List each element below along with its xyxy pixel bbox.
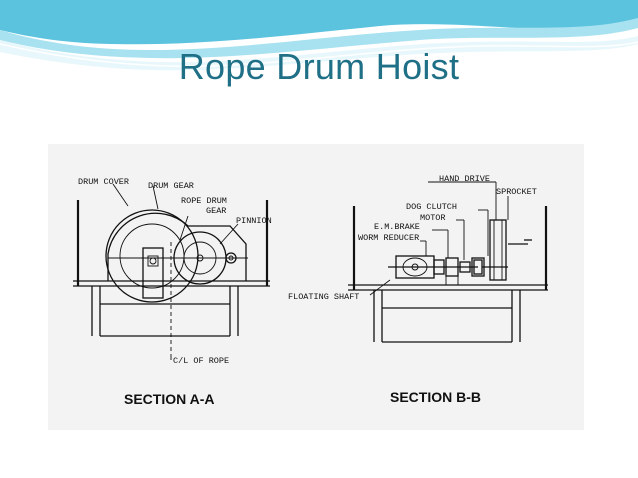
figure-background	[48, 144, 584, 430]
section-a-drawing	[73, 183, 270, 360]
header-wave-banner	[0, 0, 638, 71]
section-b-drawing	[348, 181, 548, 343]
label-pinnion: PINNION	[236, 216, 272, 226]
slide-title: Rope Drum Hoist	[178, 46, 460, 87]
section-a-heading: SECTION A-A	[124, 391, 214, 407]
label-dog-clutch: DOG CLUTCH	[406, 202, 457, 212]
label-floating-shaft: FLOATING SHAFT	[288, 292, 359, 302]
section-b-heading: SECTION B-B	[390, 389, 481, 405]
label-worm-reducer: WORM REDUCER	[358, 233, 419, 243]
hoist-diagram: DRUM COVER DRUM GEAR ROPE DRUM GEAR PINN…	[48, 144, 584, 430]
label-motor: MOTOR	[420, 213, 446, 223]
label-em-brake: E.M.BRAKE	[374, 222, 420, 232]
label-rope-drum-gear-line1: ROPE DRUM	[181, 196, 227, 206]
label-sprocket: SPROCKET	[496, 187, 537, 197]
label-drum-gear: DRUM GEAR	[148, 181, 194, 191]
label-hand-drive: HAND DRIVE	[439, 174, 490, 184]
label-drum-cover: DRUM COVER	[78, 177, 129, 187]
label-cl-of-rope: C/L OF ROPE	[173, 356, 229, 366]
label-rope-drum-gear-line2: GEAR	[206, 206, 226, 216]
